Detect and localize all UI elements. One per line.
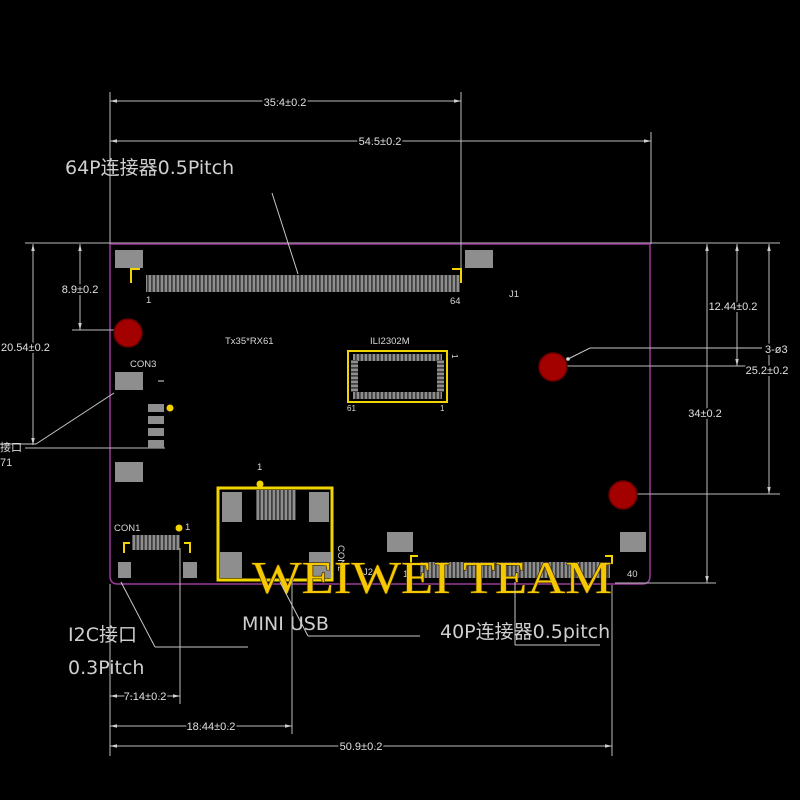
- connector-con1: CON1 1: [114, 522, 197, 578]
- connector-pins: [146, 275, 460, 292]
- mini-usb-label: MINI USB: [242, 613, 329, 635]
- pin1-marker: [130, 268, 140, 283]
- j2-pin-first: 1: [403, 569, 408, 580]
- pin1-dot: [256, 480, 264, 488]
- pin64-marker: [452, 268, 462, 283]
- chip-pin-label: 61: [347, 404, 356, 413]
- dimension-34: 34±0.2: [688, 408, 722, 420]
- dimension-25-2: 25.2±0.2: [746, 365, 789, 377]
- chip-pins-left: [351, 360, 358, 392]
- callout-64p-label: 64P连接器0.5Pitch: [65, 157, 234, 179]
- right-dimensions: 12.44±0.2 25.2±0.2 34±0.2 3-ø3: [555, 244, 790, 584]
- connector-mini-usb: 1 CON2: [216, 462, 346, 582]
- chip-ili2302m: ILI2302M 61 1 1: [347, 336, 459, 413]
- connector-j1: 1 64 J1: [115, 250, 519, 307]
- board-outline: [109, 243, 651, 585]
- leader-line: [271, 192, 299, 275]
- leader-line: [120, 581, 156, 648]
- connector-pins: [132, 535, 180, 550]
- pin-marker: [605, 555, 613, 564]
- dimension-54-5: 54.5±0.2: [359, 136, 402, 148]
- chip-pins-right: [437, 360, 444, 392]
- i2c-label: I2C接口: [68, 624, 137, 646]
- con2-label: CON2: [335, 545, 346, 571]
- pin-marker: [410, 555, 418, 564]
- pin1-dot: [175, 524, 183, 532]
- pin-marker: [184, 542, 191, 553]
- callout-mounting-holes: 3-ø3: [765, 344, 788, 356]
- leader-line-mounting-holes: [567, 347, 762, 360]
- pin1-dot: [166, 404, 174, 412]
- j1-label: J1: [509, 289, 519, 300]
- usb-pin1-label: 1: [257, 462, 262, 473]
- con1-pin1-label: 1: [185, 522, 190, 533]
- callout-64p-connector: 64P连接器0.5Pitch: [65, 157, 299, 275]
- con1-label: CON1: [114, 523, 140, 534]
- left-cut-label-1: 接口: [0, 441, 22, 454]
- callout-40p-label: 40P连接器0.5pitch: [440, 621, 610, 643]
- connector-pin: [148, 428, 164, 436]
- connector-pad: [115, 250, 143, 268]
- mounting-hole: [608, 480, 638, 510]
- tx-rx-label: Tx35*RX61: [225, 336, 274, 347]
- leader-line: [279, 581, 309, 637]
- mounting-hole: [538, 352, 568, 382]
- j2-label: J2: [363, 567, 373, 578]
- j1-pin-last: 64: [450, 296, 461, 307]
- connector-j2: J2 1 40: [363, 532, 646, 580]
- chip-pins-bottom: [353, 392, 442, 399]
- usb-pad: [222, 492, 242, 522]
- connector-pad: [620, 532, 646, 552]
- connector-pins: [420, 562, 610, 578]
- con3-label: CON3: [130, 359, 156, 370]
- dimension-35-4: 35.4±0.2: [264, 97, 307, 109]
- callout-i2c: I2C接口 0.3Pitch: [68, 581, 248, 679]
- usb-pad: [309, 552, 331, 578]
- connector-pad: [118, 562, 131, 578]
- chip-pins-top: [353, 354, 442, 361]
- bottom-dimensions: 7.14±0.2 18.44±0.2 50.9±0.2: [109, 548, 613, 756]
- usb-pad: [309, 492, 329, 522]
- j1-pin-first: 1: [146, 295, 151, 306]
- connector-pin: [148, 404, 164, 412]
- dimension-20-54: 20.54±0.2: [1, 342, 50, 354]
- connector-pad: [465, 250, 493, 268]
- dimension-8-9: 8.9±0.2: [62, 284, 99, 296]
- chip-pin-label: 1: [440, 404, 445, 413]
- pin-marker: [123, 542, 130, 553]
- dimension-50-9: 50.9±0.2: [340, 741, 383, 753]
- usb-pad: [220, 552, 242, 578]
- watermark: WEIWEI TEAM: [252, 552, 612, 603]
- dimension-18-44: 18.44±0.2: [187, 721, 236, 733]
- callout-mini-usb: MINI USB: [242, 581, 420, 637]
- connector-pad: [387, 532, 413, 552]
- left-dimensions: 8.9±0.2 20.54±0.2 接口 71: [0, 244, 165, 469]
- callout-40p-connector: 40P连接器0.5pitch: [440, 582, 610, 646]
- dimension-12-44: 12.44±0.2: [709, 301, 758, 313]
- j2-pin-last: 40: [627, 569, 638, 580]
- connector-con3: CON3: [115, 359, 174, 482]
- leader-dot: [566, 357, 570, 361]
- left-cut-label-2: 71: [0, 457, 12, 469]
- usb-pins: [256, 490, 296, 520]
- connector-pin: [148, 440, 164, 448]
- connector-pad: [115, 372, 143, 390]
- i2c-pitch-label: 0.3Pitch: [68, 657, 144, 679]
- chip-label: ILI2302M: [370, 336, 410, 347]
- mounting-hole: [113, 318, 143, 348]
- usb-outline: [216, 486, 334, 582]
- dimension-7-14: 7.14±0.2: [124, 691, 167, 703]
- connector-pad: [115, 462, 143, 482]
- top-dimensions: 35.4±0.2 54.5±0.2: [109, 92, 652, 272]
- leader-line: [35, 392, 115, 445]
- connector-pin: [148, 416, 164, 424]
- connector-pad: [183, 562, 197, 578]
- chip-pin-label: 1: [450, 354, 459, 359]
